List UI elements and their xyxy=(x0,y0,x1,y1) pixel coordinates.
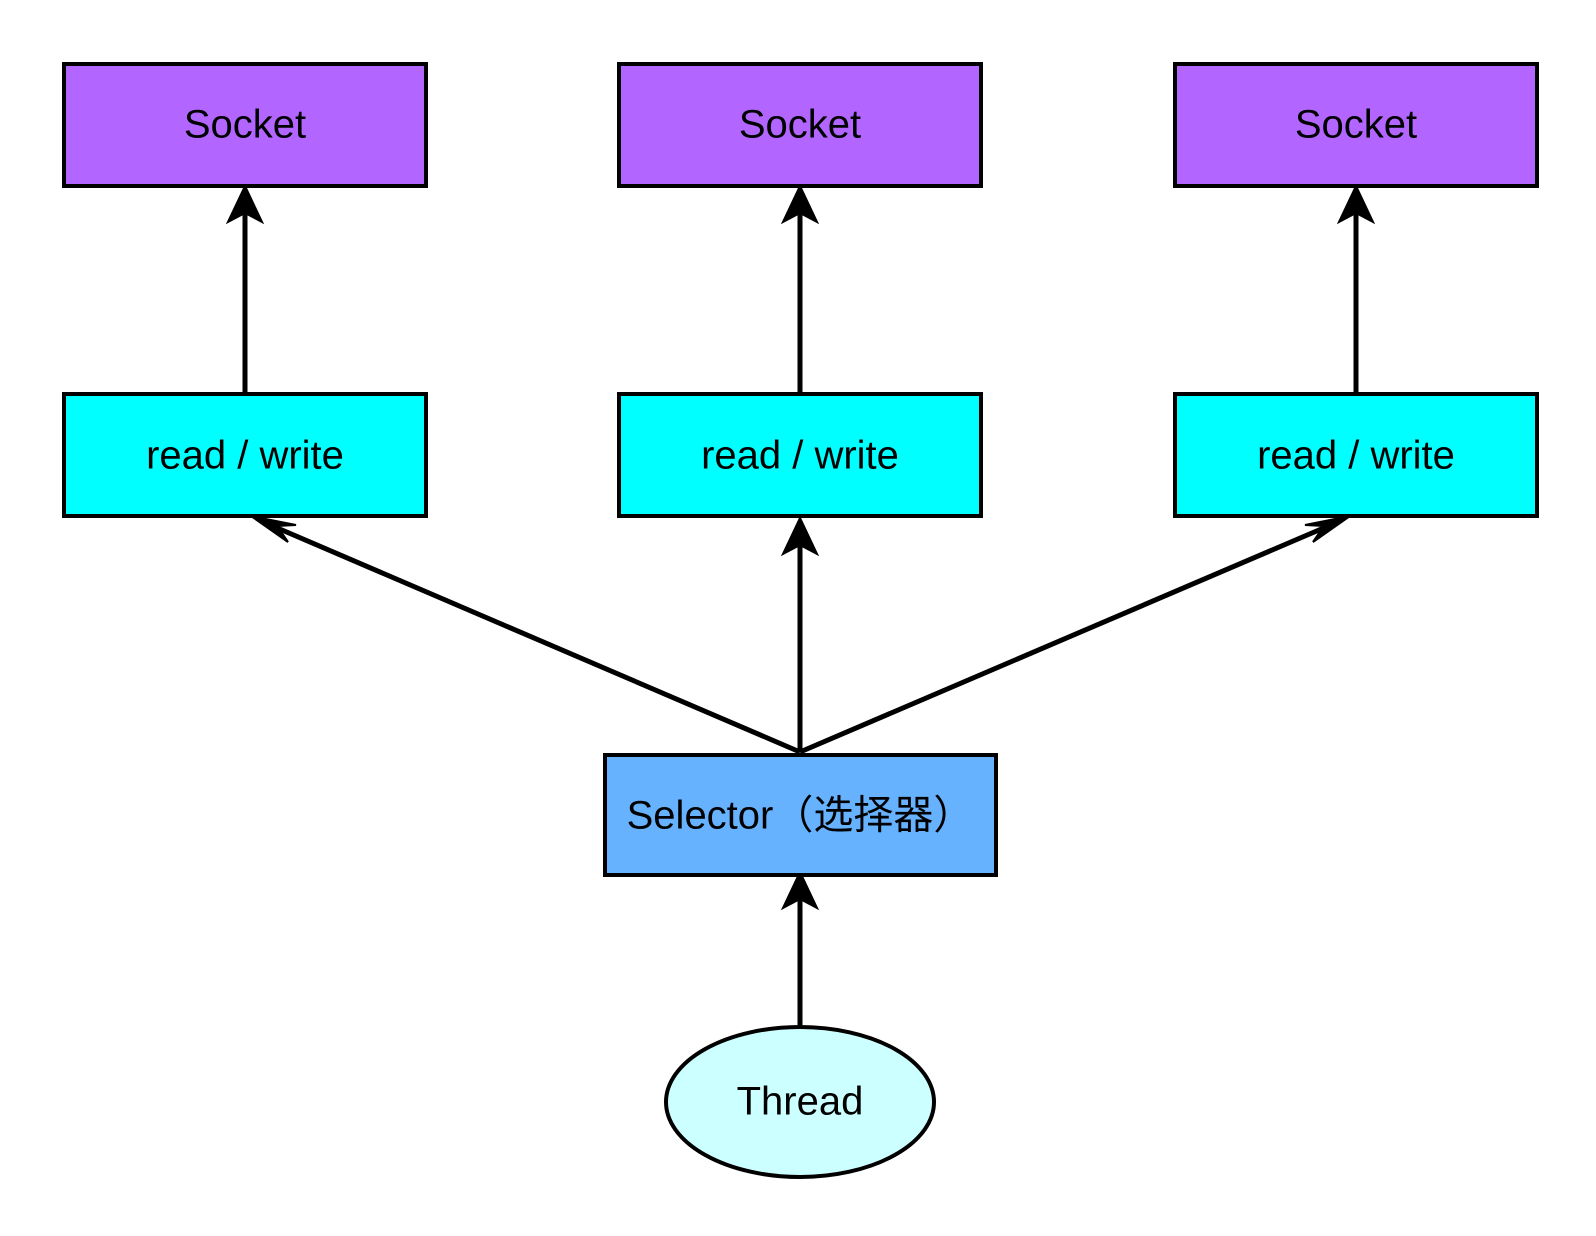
edge-selector-to-readwrite-3 xyxy=(799,521,1334,755)
socket-label: Socket xyxy=(184,103,306,147)
readwrite-label: read / write xyxy=(701,434,899,478)
socket-node-3: Socket xyxy=(1173,62,1539,188)
socket-box xyxy=(1173,62,1539,188)
arrowhead-icon xyxy=(780,515,820,557)
readwrite-label: read / write xyxy=(146,434,344,478)
socket-label: Socket xyxy=(739,103,861,147)
edge-selector-to-readwrite-1 xyxy=(267,521,801,755)
socket-node-2: Socket xyxy=(617,62,983,188)
readwrite-node-3: read / write xyxy=(1173,392,1539,518)
arrowhead-icon xyxy=(780,183,820,225)
socket-label: Socket xyxy=(1295,103,1417,147)
readwrite-node-1: read / write xyxy=(62,392,428,518)
thread-node: Thread xyxy=(664,1025,936,1179)
arrowhead-icon xyxy=(1304,515,1351,543)
readwrite-box xyxy=(1173,392,1539,518)
arrowhead-icon xyxy=(780,869,820,911)
socket-box xyxy=(62,62,428,188)
readwrite-node-2: read / write xyxy=(617,392,983,518)
thread-label: Thread xyxy=(737,1080,864,1124)
selector-node: Selector（选择器） xyxy=(603,753,998,877)
edges xyxy=(225,183,1376,1025)
arrowhead-icon xyxy=(250,515,297,543)
readwrite-box xyxy=(617,392,983,518)
socket-node-1: Socket xyxy=(62,62,428,188)
socket-box xyxy=(617,62,983,188)
selector-label: Selector（选择器） xyxy=(627,794,974,838)
thread-ellipse xyxy=(664,1025,936,1179)
readwrite-box xyxy=(62,392,428,518)
selector-box xyxy=(603,753,998,877)
arrowhead-icon xyxy=(225,183,265,225)
arrowhead-icon xyxy=(1336,183,1376,225)
readwrite-label: read / write xyxy=(1257,434,1455,478)
